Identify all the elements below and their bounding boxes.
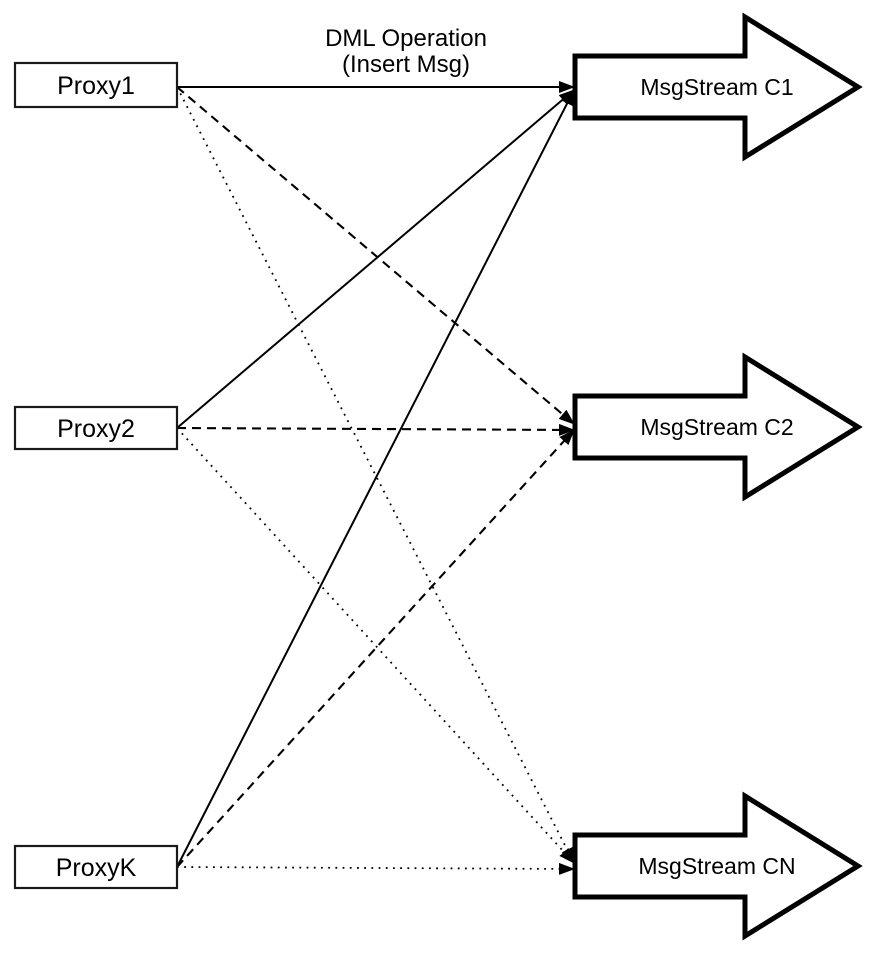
msgstream-cn-label: MsgStream CN: [638, 853, 795, 879]
edge-proxy2-cn: [176, 427, 575, 864]
edge-lines: [176, 81, 575, 875]
proxyk-label: ProxyK: [56, 854, 137, 882]
edge-proxy1-cn: [176, 86, 575, 864]
stream-c1: MsgStream C1: [572, 12, 863, 162]
edge-proxyk-cn: [176, 862, 575, 875]
proxy2-label: Proxy2: [57, 415, 135, 443]
stream-c2: MsgStream C2: [572, 352, 863, 502]
edge-proxyk-c1: [176, 89, 575, 868]
proxy1-box: [13, 61, 179, 109]
node-proxy1: Proxy1: [13, 61, 179, 109]
proxy1-label: Proxy1: [57, 72, 135, 100]
edge-proxy2-c1: [176, 89, 575, 429]
edge-proxy1-c2: [176, 86, 575, 425]
dml-operation-annotation-line2: (Insert Msg): [342, 51, 470, 78]
msgstream-c1-label: MsgStream C1: [640, 74, 793, 100]
edge-proxyk-c2: [176, 429, 575, 868]
node-proxy2: Proxy2: [13, 405, 179, 451]
node-proxyk: ProxyK: [13, 844, 179, 890]
msgstream-c2-arrow-shape: [572, 352, 863, 502]
edge-proxy2-c2: [176, 423, 575, 436]
stream-cn: MsgStream CN: [572, 791, 863, 941]
dml-operation-annotation-line1: DML Operation: [325, 25, 487, 52]
proxyk-box: [13, 844, 179, 890]
msgstream-c1-arrow-shape: [572, 12, 863, 162]
msgstream-cn-arrow-shape: [572, 791, 863, 941]
msgstream-c2-label: MsgStream C2: [640, 414, 793, 440]
proxy2-box: [13, 405, 179, 451]
